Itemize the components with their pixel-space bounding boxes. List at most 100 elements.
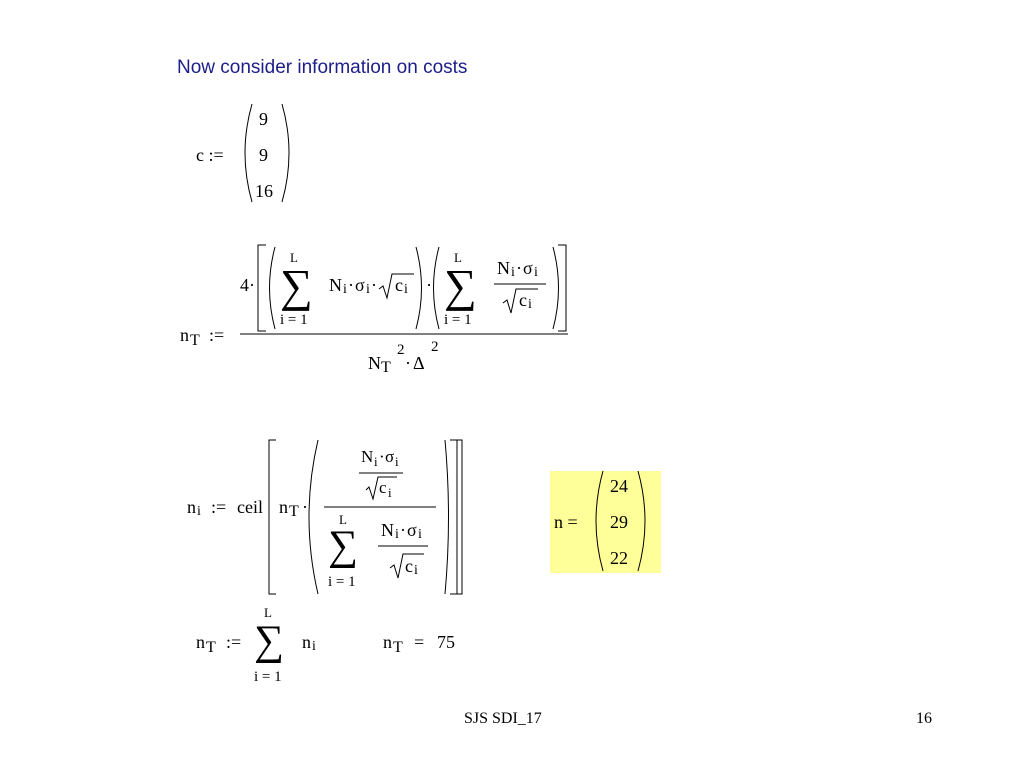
nT-result-eq: = (414, 632, 425, 652)
sum2-left-paren (433, 246, 440, 330)
c-value-3: 16 (255, 181, 273, 201)
ni-nT-n: n (279, 497, 288, 517)
nT2-term-n: n (302, 632, 311, 652)
ni-right-paren (444, 439, 449, 595)
ni-lhs-i: i (197, 504, 201, 519)
slide-heading: Now consider information on costs (177, 57, 468, 78)
c-value-2: 9 (259, 145, 268, 165)
den-N: N (368, 353, 381, 373)
sum2-num-sigma: σ (523, 258, 533, 278)
sum1-bottom: i = 1 (280, 312, 308, 328)
ni-right-bracket-2 (455, 439, 463, 595)
sum1-c: c (395, 275, 403, 295)
nT-assign: := (209, 325, 225, 345)
sum2-bottom: i = 1 (444, 312, 472, 328)
ni-dot: · (302, 497, 308, 517)
ni-den-sum-bottom: i = 1 (328, 574, 356, 590)
ni-den-sqrt (389, 553, 424, 579)
ni-left-paren (308, 439, 319, 595)
den-sq1: 2 (397, 342, 405, 358)
sum2-num-sigma-sub: i (534, 265, 538, 280)
ni-num-sigma-sub: i (395, 454, 399, 469)
nT2-sigma-icon: ∑ (254, 618, 284, 664)
nT2-sum-bottom: i = 1 (254, 669, 282, 685)
ni-ceil: ceil (237, 497, 263, 517)
nT2-sum-top: L (264, 605, 272, 620)
nT-lhs-n: n (180, 325, 189, 345)
ni-num-sigma: σ (385, 447, 395, 466)
sum1-N: N (329, 275, 342, 295)
sum2-top: L (454, 250, 462, 265)
ni-num-dot: · (379, 447, 385, 466)
ni-den-c-sub: i (414, 563, 418, 578)
ni-den-dot: · (400, 520, 406, 540)
ni-den-sigma-sub: i (418, 527, 422, 542)
ni-den-sigma-icon: ∑ (328, 523, 358, 569)
nT-lhs-T: T (190, 332, 200, 349)
nT2-assign: := (226, 632, 242, 652)
n-result-highlight (550, 471, 661, 573)
sum1-right-paren (415, 246, 422, 330)
ni-num-sqrt (365, 476, 397, 501)
footer-center: SJS SDI_17 (464, 710, 542, 727)
den-sq2: 2 (431, 339, 439, 355)
nT-result-value: 75 (437, 632, 455, 652)
mid-dot: · (426, 275, 432, 295)
ni-den-N: N (381, 520, 394, 540)
ni-right-bracket-1 (450, 439, 458, 595)
c-value-1: 9 (259, 109, 268, 129)
outer-right-bracket (558, 244, 567, 332)
n-result-value-1: 24 (610, 476, 628, 496)
sum2-sqrt (502, 288, 538, 314)
ni-den-sum-top: L (339, 512, 347, 527)
ni-den-N-sub: i (395, 527, 399, 542)
sum1-sigma-icon: ∑ (280, 260, 313, 311)
sum1-left-paren (269, 246, 276, 330)
sum2-den-c-sub: i (528, 297, 532, 312)
ni-lhs-n: n (187, 497, 196, 517)
n-result-value-2: 29 (610, 512, 628, 532)
sum2-right-paren (552, 246, 559, 330)
outer-left-bracket (257, 244, 266, 332)
sum1-sigma: σ (355, 275, 365, 295)
sum2-num-N-sub: i (511, 265, 515, 280)
sum1-sigma-sub: i (366, 282, 370, 297)
sum2-den-c: c (519, 290, 527, 310)
sum2-num-N: N (497, 258, 510, 278)
sum2-num-dot: · (516, 258, 522, 278)
ni-left-bracket (268, 439, 276, 595)
c-lhs: c := (196, 145, 224, 165)
page-number: 16 (916, 710, 932, 727)
ni-num-N-sub: i (374, 454, 378, 469)
nT-result-n: n (383, 632, 392, 652)
ni-num-N: N (361, 447, 374, 466)
nT2-lhs-n: n (196, 632, 205, 652)
n-result-lhs: n = (554, 512, 578, 532)
c-left-paren (244, 103, 253, 203)
sum1-sqrt (378, 273, 414, 300)
nT-factor: 4· (240, 275, 255, 295)
ni-num-c-sub: i (388, 485, 392, 500)
sum1-dot-1: · (348, 275, 354, 295)
sum1-c-sub: i (404, 282, 408, 297)
sum1-top: L (290, 250, 298, 265)
ni-nT-T: T (289, 503, 299, 520)
n-result-value-3: 22 (610, 548, 628, 568)
den-delta: Δ (413, 353, 425, 373)
n-result-right-paren (637, 470, 646, 572)
den-T: T (381, 359, 391, 376)
ni-den-c: c (405, 556, 413, 576)
ni-den-sigma: σ (407, 520, 417, 540)
n-result-left-paren (595, 470, 604, 572)
ni-assign: := (211, 497, 227, 517)
nT2-term-i: i (312, 639, 316, 654)
sum1-dot-2: · (371, 275, 377, 295)
nT-result-T: T (393, 639, 403, 656)
sum2-sigma-icon: ∑ (444, 260, 477, 311)
sum1-N-sub: i (343, 282, 347, 297)
ni-num-c: c (379, 478, 387, 497)
den-dot: · (405, 353, 411, 373)
nT2-lhs-T: T (206, 639, 216, 656)
